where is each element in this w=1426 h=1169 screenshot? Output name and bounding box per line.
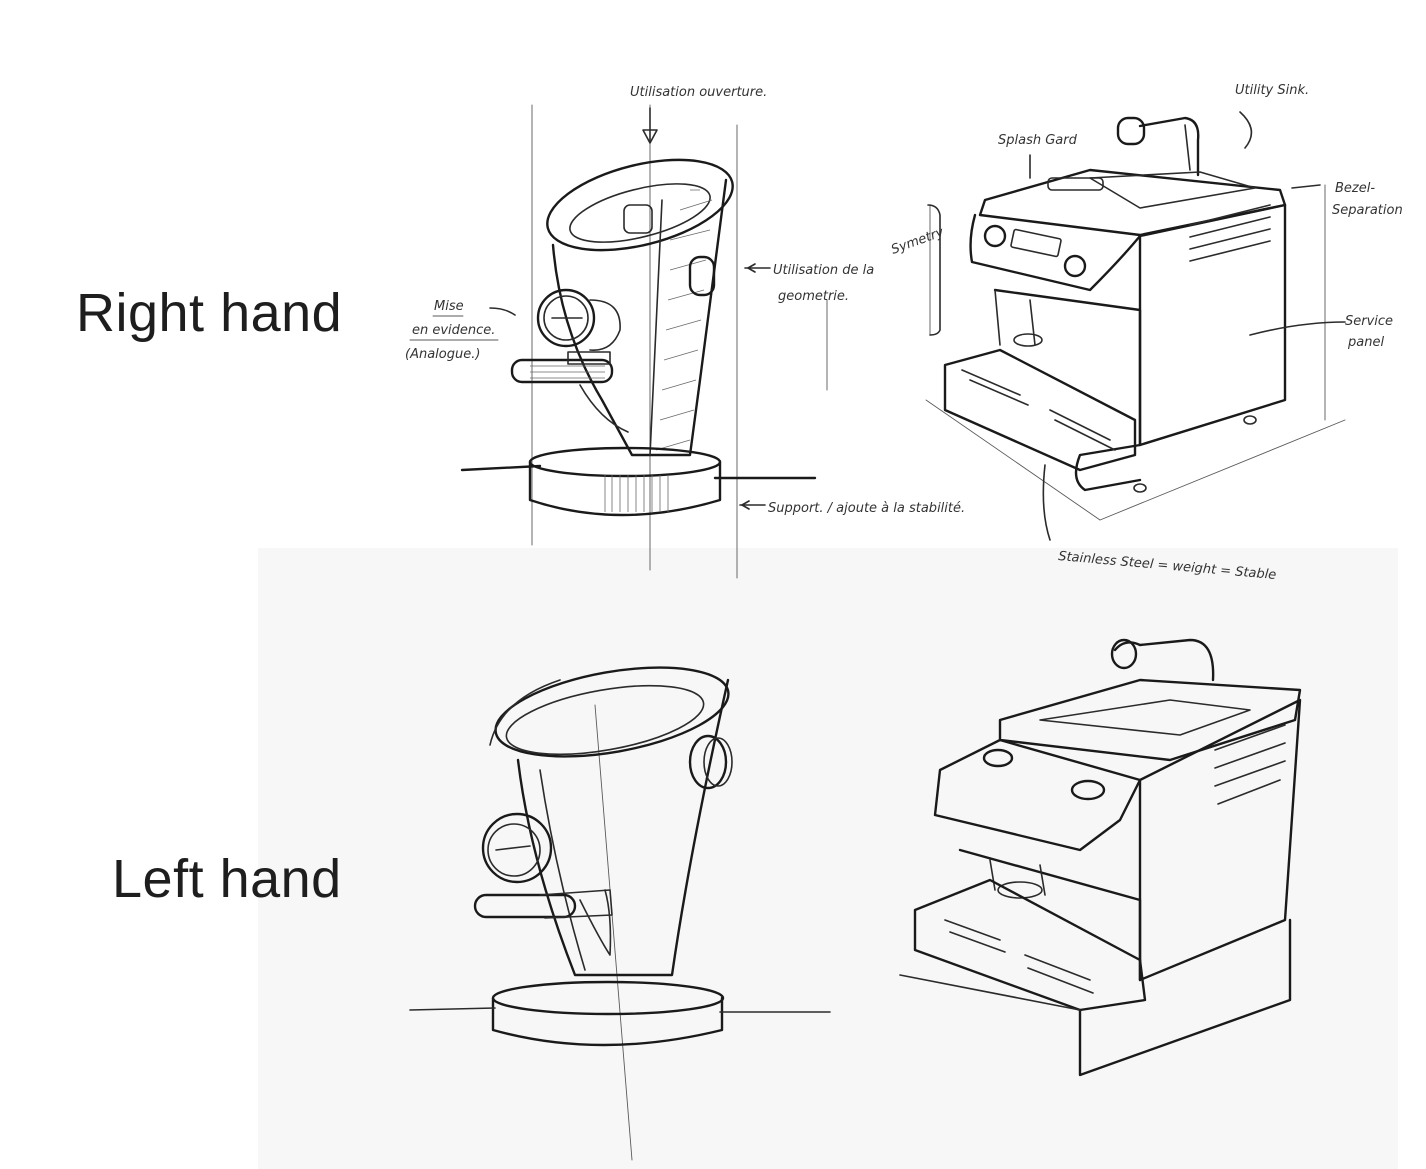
right-hand-box-machine-sketch (925, 111, 1346, 541)
note-utility-sink: Utility Sink. (1235, 83, 1309, 98)
note-stainless-steel: Stainless Steel = weight = Stable (1058, 549, 1277, 583)
note-symetry: Symetry (889, 225, 946, 258)
note-utilisation-geometrie-1: Utilisation de la (773, 263, 874, 278)
note-support: Support. / ajoute à la stabilité. (768, 501, 965, 516)
note-analogue: (Analogue.) (405, 347, 480, 362)
note-separation: Separation (1332, 203, 1403, 218)
note-splash-guard: Splash Gard (998, 133, 1078, 148)
note-en-evidence: en evidence. (412, 323, 495, 338)
note-panel: panel (1347, 335, 1384, 350)
right-hand-label: Right hand (76, 283, 343, 343)
note-service: Service (1345, 314, 1393, 329)
right-hand-cone-machine-sketch (409, 104, 828, 579)
left-hand-cone-machine-sketch (409, 666, 831, 1161)
left-hand-label: Left hand (112, 849, 342, 909)
note-utilisation-geometrie-2: geometrie. (778, 289, 849, 304)
note-bezel: Bezel- (1335, 181, 1375, 196)
left-hand-box-machine-sketch (899, 638, 1302, 1077)
note-utilisation-ouverture: Utilisation ouverture. (630, 85, 767, 100)
note-mise: Mise (434, 299, 464, 314)
